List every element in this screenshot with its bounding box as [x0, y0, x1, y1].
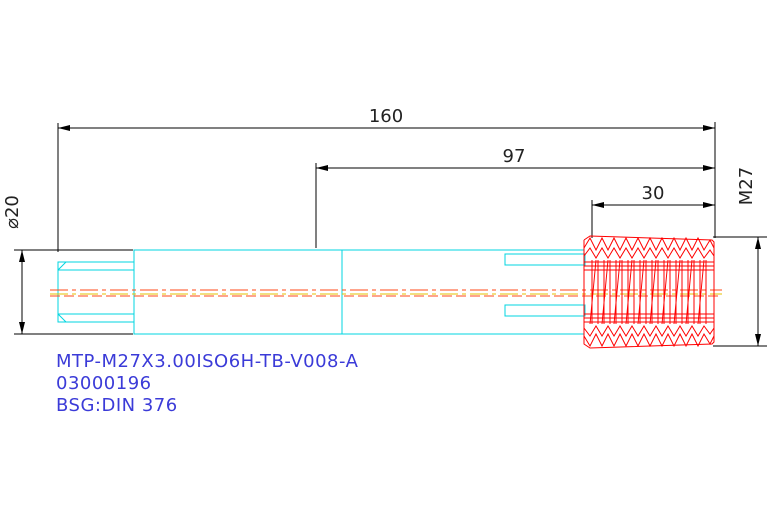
flute-groove-top [504, 253, 586, 266]
thread-crest-bottom [583, 332, 715, 348]
dimension-arrowheads [19, 125, 761, 346]
neck-length-label: 97 [503, 146, 526, 167]
article-number-note: 03000196 [56, 373, 152, 394]
flute-groove-bottom [504, 304, 586, 317]
part-notes: MTP-M27X3.00ISO6H-TB-V008-A 03000196 BSG… [56, 351, 359, 416]
thread-outline [583, 235, 715, 349]
shank-body [133, 249, 343, 335]
overall-length-label: 160 [369, 106, 403, 127]
thread-ribs [591, 260, 707, 324]
tap-shank [57, 249, 586, 335]
thread-hatching [589, 259, 705, 325]
thread-section [583, 235, 715, 349]
dimension-lines [14, 122, 767, 347]
centerlines [50, 289, 722, 297]
part-number-note: MTP-M27X3.00ISO6H-TB-V008-A [56, 351, 359, 372]
standard-note: BSG:DIN 376 [56, 395, 178, 416]
thread-length-label: 30 [642, 183, 665, 204]
thread-size-label: M27 [736, 167, 757, 205]
square-drive-end [57, 261, 135, 323]
neck-section [341, 249, 585, 335]
thread-crest-top [583, 236, 715, 252]
shank-diameter-label: ⌀20 [2, 195, 23, 229]
